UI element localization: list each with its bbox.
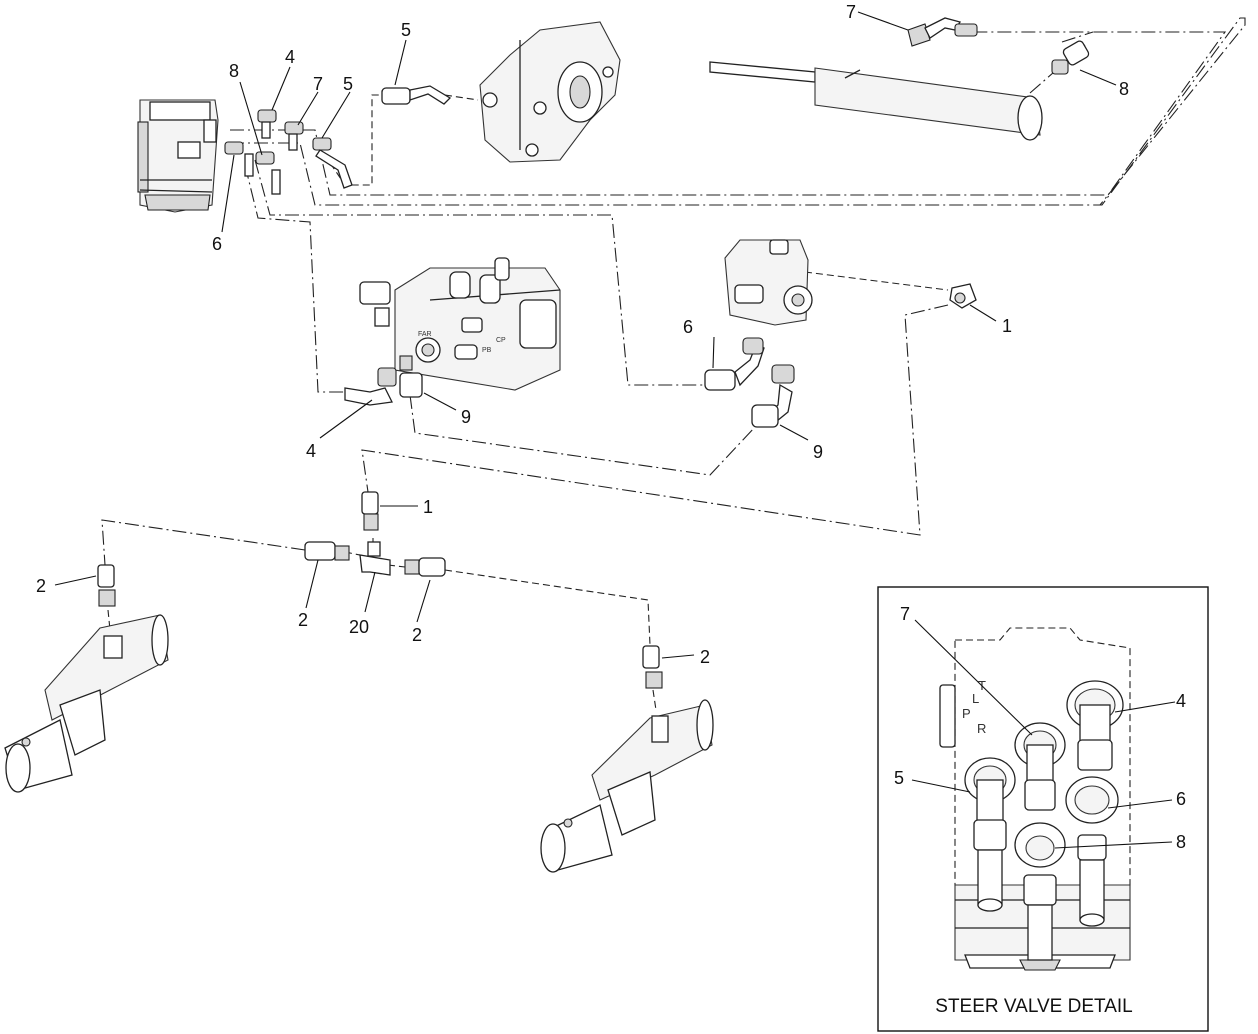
detail-title: STEER VALVE DETAIL — [935, 996, 1132, 1017]
fitting-6 — [224, 141, 254, 177]
callout-leaders — [54, 11, 1117, 659]
control-manifold: FAR CP PB — [359, 257, 561, 391]
right-valve-fitting-6 — [704, 337, 765, 391]
manifold-label-far: FAR — [418, 331, 432, 338]
right-wheel-cylinder — [540, 645, 714, 873]
detail-fitting-5 — [964, 757, 1016, 912]
callout-9-mid: 9 — [461, 407, 471, 427]
callout-4-steer-valve: 4 — [285, 47, 295, 67]
right-valve-fitting-9 — [751, 364, 795, 428]
manifold-fitting-9 — [399, 355, 423, 398]
fitting-5 — [312, 137, 353, 189]
steer-valve-detail-inset: T L P R — [877, 586, 1209, 1032]
elbow-fitting-1-right — [949, 283, 977, 309]
port-label-p: P — [962, 706, 971, 721]
manifold-label-cp: CP — [496, 337, 506, 344]
callout-1-right: 1 — [1002, 316, 1012, 336]
cylinder-fitting-8 — [1051, 40, 1090, 75]
manifold-label-pb: PB — [482, 347, 492, 354]
callout-4-mid: 4 — [306, 441, 316, 461]
detail-fitting-6 — [1065, 776, 1119, 927]
cylinder-fitting-7 — [907, 17, 978, 47]
callout-6-mid: 6 — [683, 317, 693, 337]
detail-callout-5: 5 — [894, 768, 904, 788]
detail-callout-8: 8 — [1176, 832, 1186, 852]
detail-leader-5 — [911, 779, 971, 793]
callout-6-steer-valve: 6 — [212, 234, 222, 254]
detail-leader-6 — [1107, 799, 1173, 809]
hose-routes — [101, 17, 1246, 711]
detail-fitting-4 — [1066, 680, 1124, 771]
steer-valve — [137, 99, 219, 213]
steering-cylinder — [709, 61, 1043, 141]
detail-fitting-8 — [1014, 822, 1066, 961]
pump-hose-fitting — [381, 85, 452, 105]
detail-callout-6: 6 — [1176, 789, 1186, 809]
left-wheel-cylinder — [4, 564, 169, 793]
callout-5-steer-valve: 5 — [343, 74, 353, 94]
detail-leader-4 — [1114, 701, 1176, 713]
callout-8-top: 8 — [1119, 79, 1129, 99]
detail-callout-7: 7 — [900, 604, 910, 624]
callout-5-pump: 5 — [401, 20, 411, 40]
detail-leader-8 — [1054, 841, 1173, 849]
tee-assembly — [304, 491, 446, 577]
detail-fitting-7 — [1014, 722, 1066, 811]
callout-7-steer-valve: 7 — [313, 74, 323, 94]
detail-frame — [877, 586, 1209, 1032]
callout-9-right: 9 — [813, 442, 823, 462]
callout-2-left: 2 — [36, 576, 46, 596]
hydraulic-pump — [479, 21, 621, 163]
callout-2-tee-left: 2 — [298, 610, 308, 630]
callout-7-top: 7 — [846, 2, 856, 22]
callout-1-tee: 1 — [423, 497, 433, 517]
callout-20-tee: 20 — [349, 617, 369, 637]
port-label-l: L — [972, 691, 979, 706]
manifold-fitting-4 — [344, 367, 397, 406]
fitting-8 — [255, 151, 281, 195]
callout-2-right: 2 — [700, 647, 710, 667]
right-control-valve — [724, 239, 813, 326]
callout-8-steer-valve: 8 — [229, 61, 239, 81]
callout-2-tee-right: 2 — [412, 625, 422, 645]
callout-numbers: 7 8 4 8 7 5 5 6 6 1 9 9 4 1 2 2 20 2 2 — [36, 2, 1129, 667]
fitting-4 — [257, 109, 277, 139]
port-label-r: R — [977, 721, 986, 736]
detail-leader-7 — [914, 619, 1033, 736]
steer-valve-fittings — [224, 109, 353, 195]
detail-callout-4: 4 — [1176, 691, 1186, 711]
